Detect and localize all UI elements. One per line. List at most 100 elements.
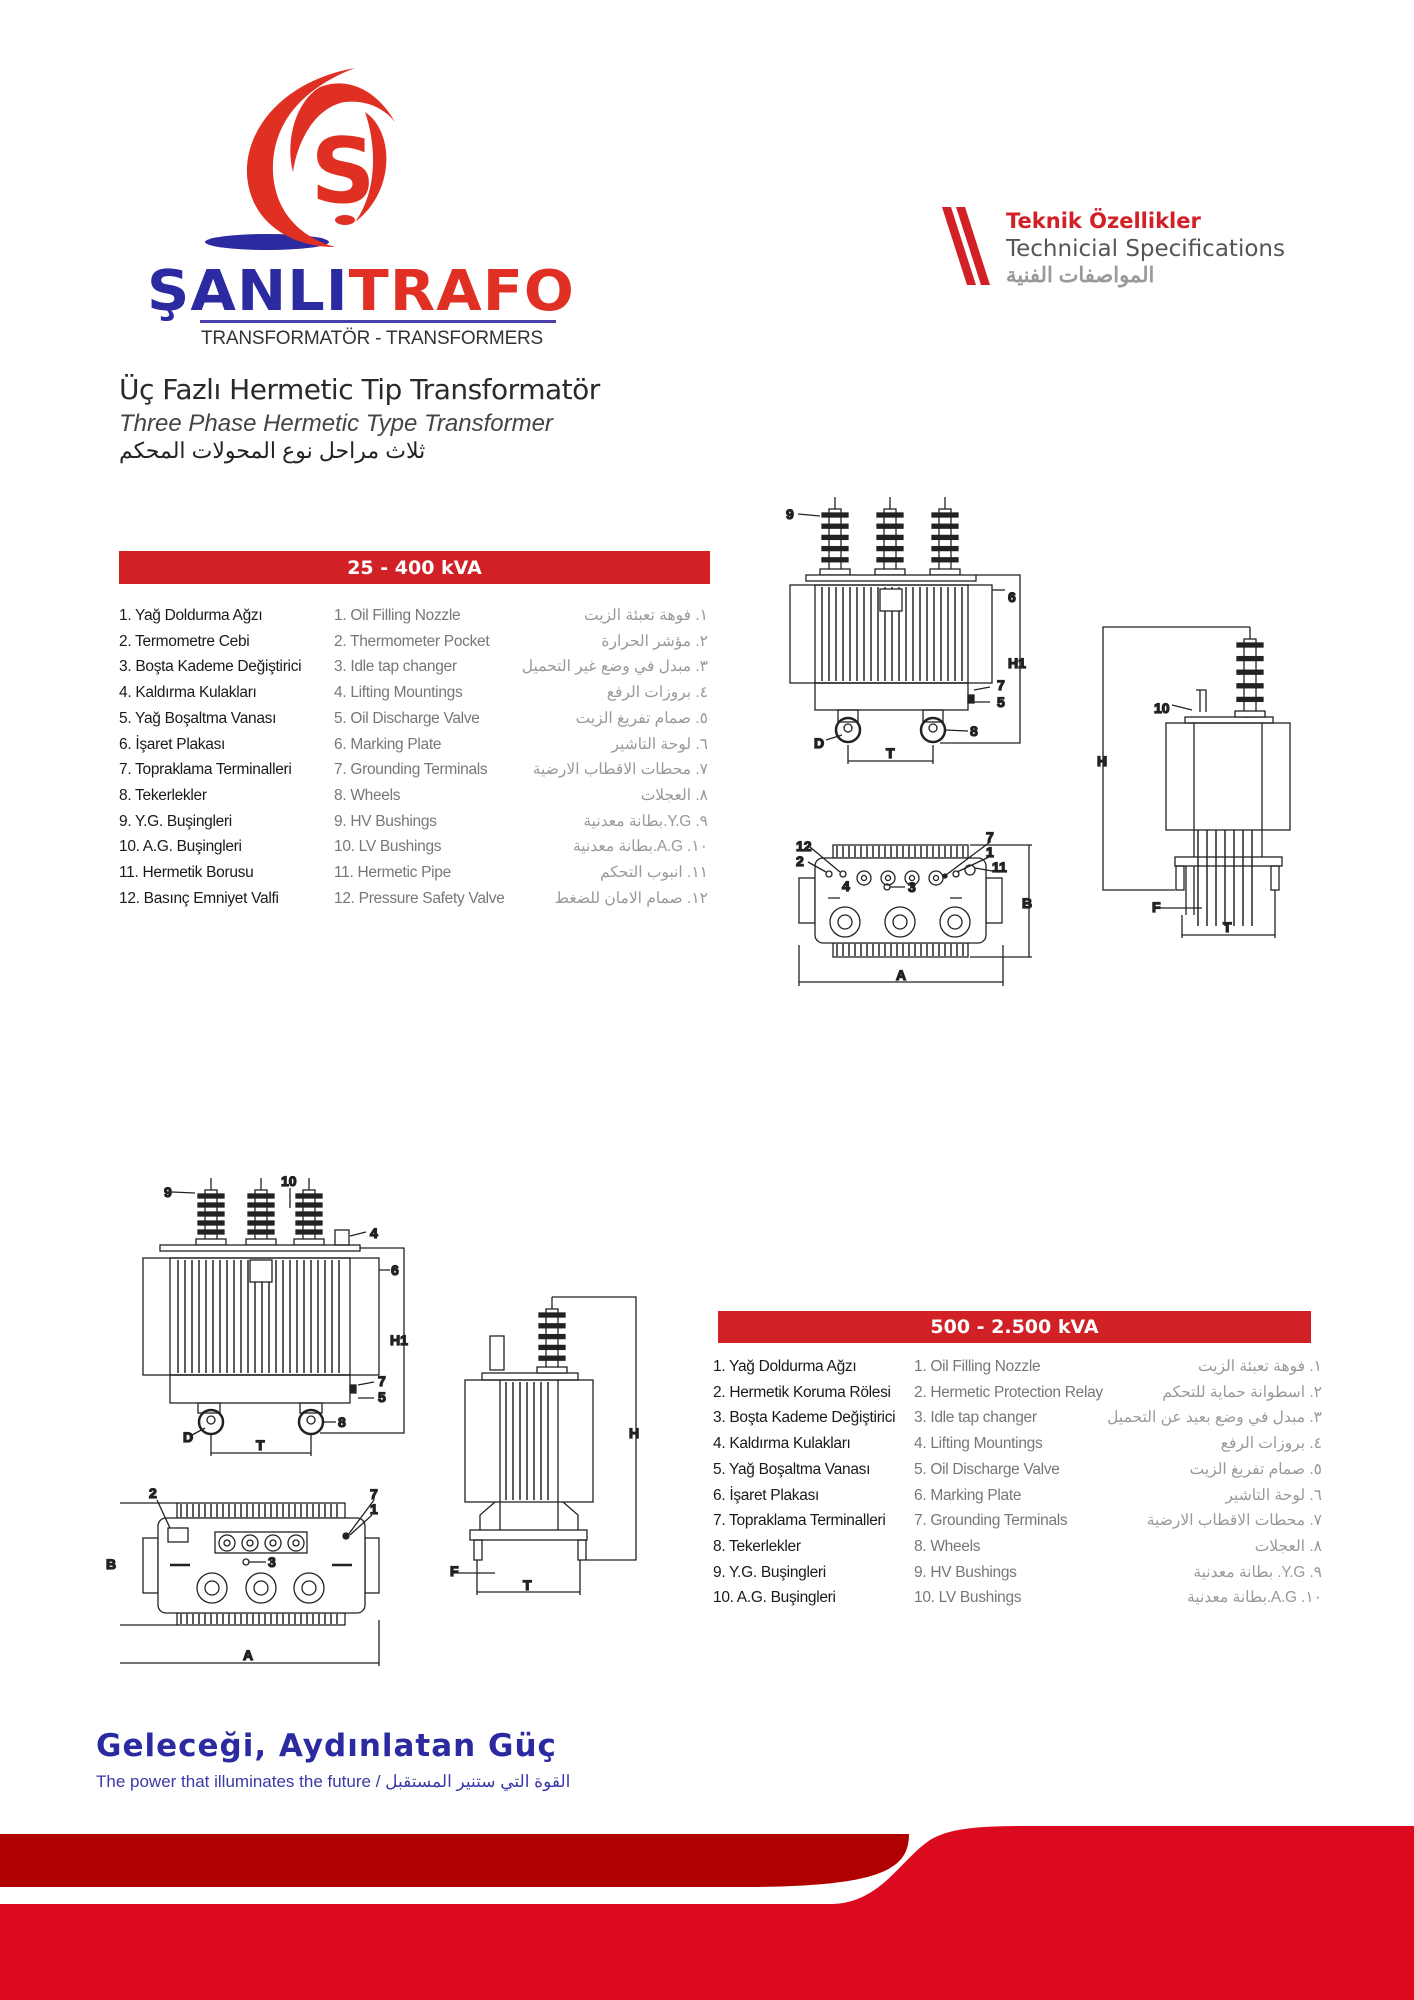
list-item-en: 4. Lifting Mountings	[334, 684, 463, 702]
list-item-en: 2. Thermometer Pocket	[334, 632, 490, 650]
drawing-stroke	[940, 574, 1021, 744]
list-item-en: 5. Oil Discharge Valve	[914, 1460, 1060, 1478]
list-item-ar: ٧. محطات الاقطاب الارضية	[1146, 1512, 1323, 1530]
list-item-en: 9. HV Bushings	[334, 812, 437, 830]
drawing-stroke	[834, 716, 862, 744]
drawing-stroke	[819, 497, 961, 576]
drawing-stroke	[197, 1202, 225, 1208]
drawing-stroke	[218, 1534, 305, 1552]
drawing-stroke	[538, 1333, 566, 1340]
list-item-tr: 9. Y.G. Buşingleri	[713, 1563, 826, 1581]
lv-bushing	[287, 1534, 305, 1552]
hv-bushing	[874, 497, 906, 576]
drawing-stroke	[876, 512, 904, 518]
drawing-stroke	[120, 1499, 380, 1666]
drawing-stroke	[295, 1220, 323, 1226]
drawing-stroke	[204, 1580, 220, 1596]
drawing-stroke	[908, 874, 916, 882]
drawing-stroke	[1165, 722, 1291, 831]
list-item-tr: 8. Tekerlekler	[119, 786, 207, 804]
drawing-stroke	[829, 906, 861, 938]
list-item-ar: ٢. اسطوانة حماية للتحكم	[1162, 1383, 1322, 1401]
label-9: 9	[164, 1184, 172, 1200]
drawing-stroke	[489, 1335, 505, 1371]
lv-bushing	[904, 870, 920, 886]
spec-header-en: Technicial Specifications	[1006, 236, 1285, 262]
drawing-stroke	[538, 1323, 566, 1329]
hv-bushing	[929, 497, 961, 576]
list-item-tr: 1. Yağ Doldurma Ağzı	[713, 1358, 857, 1375]
drawing-stroke	[290, 83, 395, 172]
drawing-stroke	[364, 1537, 380, 1594]
drawing-stroke	[253, 1580, 269, 1596]
drawing-stroke	[931, 512, 959, 518]
marking-plate	[879, 588, 903, 612]
list-item-ar: ٣. مبدل في وضع غير التحميل	[521, 658, 709, 676]
list-item-en: 8. Wheels	[914, 1537, 981, 1555]
drawing-stroke	[246, 68, 355, 247]
label-10: 10	[1154, 700, 1170, 716]
title-en: Three Phase Hermetic Type Transformer	[119, 410, 553, 437]
brand-name: ŞANLITRAFO	[147, 262, 575, 322]
label-f: F	[1152, 899, 1161, 915]
drawing-stroke	[938, 508, 952, 576]
drawing-stroke	[876, 557, 904, 563]
drawing-stroke	[856, 870, 872, 886]
label-b: B	[1022, 895, 1032, 911]
drawing-stroke	[874, 568, 906, 576]
spec-slashes-icon	[942, 207, 992, 290]
drawing-stroke	[1196, 689, 1207, 712]
drawing-stroke	[922, 709, 944, 723]
logo-symbol: S	[205, 62, 415, 252]
drawing-stroke	[884, 874, 892, 882]
drawing-stroke	[469, 1529, 588, 1541]
label-6: 6	[391, 1262, 399, 1278]
list-item-en: 5. Oil Discharge Valve	[334, 709, 480, 727]
hv-bushing	[1234, 627, 1266, 718]
drawing-stroke	[295, 1202, 323, 1208]
drawing-stroke	[452, 1560, 581, 1595]
list-item-tr: 7. Topraklama Terminalleri	[119, 761, 292, 779]
drawing-stroke	[1234, 710, 1266, 718]
drawing-stroke	[197, 1229, 225, 1235]
tagline: The power that illuminates the future / …	[96, 1772, 571, 1791]
drawing-stroke	[1236, 669, 1264, 675]
lv-bushing	[856, 870, 872, 886]
drawing-stroke	[223, 1539, 231, 1547]
drawing-stroke	[939, 906, 971, 938]
list-item-tr: 1. Yağ Doldurma Ağzı	[119, 607, 263, 624]
list-item-en: 1. Oil Filling Nozzle	[914, 1358, 1041, 1375]
drawing-stroke	[169, 1374, 351, 1404]
list-item-tr: 6. İşaret Plakası	[119, 735, 226, 753]
drawing-stroke	[928, 870, 944, 886]
list-item-en: 3. Idle tap changer	[334, 658, 457, 676]
drawing-stroke	[942, 207, 976, 285]
list-item-en: 2. Hermetic Protection Relay	[914, 1383, 1103, 1401]
drawing-stroke	[952, 870, 960, 878]
drawing-stroke	[343, 1533, 349, 1539]
drawing-large-side-view: H F T	[449, 1296, 640, 1595]
lv-bushing	[880, 870, 896, 886]
drawing-stroke	[928, 723, 938, 733]
drawing-stroke: S	[311, 119, 376, 224]
label-2: 2	[149, 1485, 157, 1501]
drawing-stroke	[807, 841, 999, 888]
drawing-stroke	[985, 877, 1003, 924]
list-item-en: 6. Marking Plate	[914, 1486, 1022, 1504]
drawing-stroke	[295, 1193, 323, 1199]
list-item-ar: ١٠. A.G.بطانة معدنية	[573, 838, 708, 856]
label-8: 8	[970, 723, 978, 739]
drawing-stroke	[552, 1296, 637, 1561]
drawing-stroke	[349, 1384, 357, 1394]
drawing-stroke	[876, 545, 904, 552]
list-item-en: 3. Idle tap changer	[914, 1409, 1037, 1427]
label-5: 5	[378, 1389, 386, 1405]
label-t: T	[1223, 919, 1232, 935]
drawing-stroke	[245, 1572, 277, 1604]
list-item-ar: ٧. محطات الاقطاب الارضية	[532, 761, 709, 779]
label-t: T	[523, 1577, 532, 1593]
lv-bushing	[241, 1534, 259, 1552]
drawing-stroke	[929, 568, 961, 576]
drawing-large-top-view: 2 7 1 3 B A	[105, 1484, 380, 1666]
